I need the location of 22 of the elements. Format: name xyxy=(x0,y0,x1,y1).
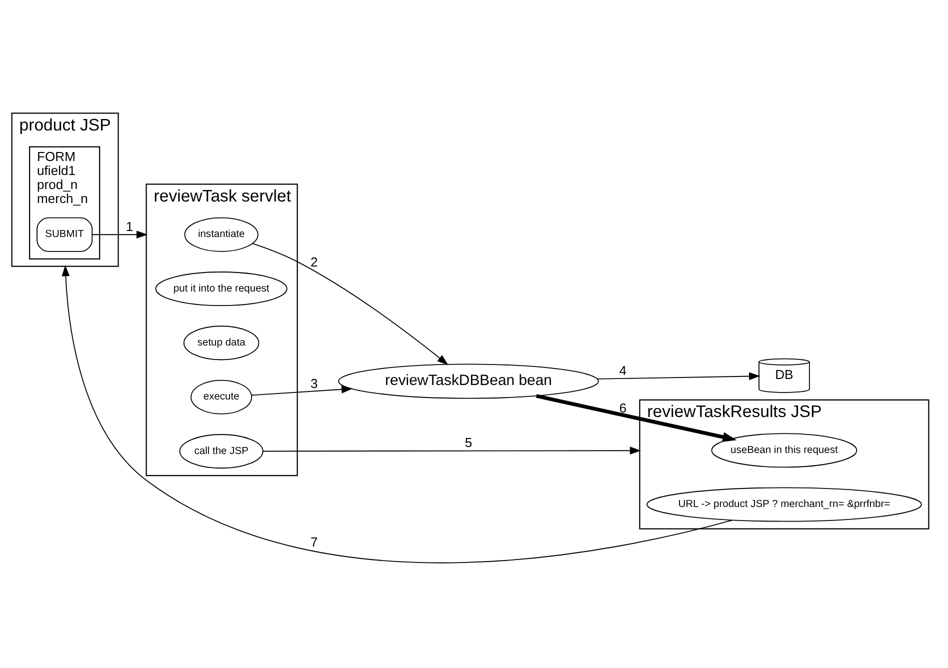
edge-label: 3 xyxy=(310,375,318,390)
arrow xyxy=(62,264,733,563)
edge-label: 2 xyxy=(310,254,318,270)
edge-label: 6 xyxy=(619,400,627,415)
arrow xyxy=(536,394,737,442)
node-ellipse: URL -> product JSP ? merchant_rn= &prrfnbr= xyxy=(646,486,922,522)
edge-label: 5 xyxy=(464,434,472,450)
node-ellipse: execute xyxy=(190,379,252,414)
arrow xyxy=(252,242,448,365)
node-ellipse: reviewTaskDBBean bean xyxy=(338,363,599,398)
arrow xyxy=(251,384,353,396)
arrow xyxy=(92,230,148,238)
node-box: SUBMIT xyxy=(36,216,93,252)
node-ellipse: put it into the request xyxy=(155,271,288,306)
node-ellipse: instantiate xyxy=(184,216,258,252)
edge-label: 7 xyxy=(310,534,318,550)
edge-label: 4 xyxy=(619,362,627,378)
node-ellipse: call the JSP xyxy=(179,434,264,468)
edge-label: 1 xyxy=(126,218,134,234)
node-ellipse: setup data xyxy=(183,325,260,360)
arrow xyxy=(262,446,642,454)
arrow xyxy=(597,372,760,380)
